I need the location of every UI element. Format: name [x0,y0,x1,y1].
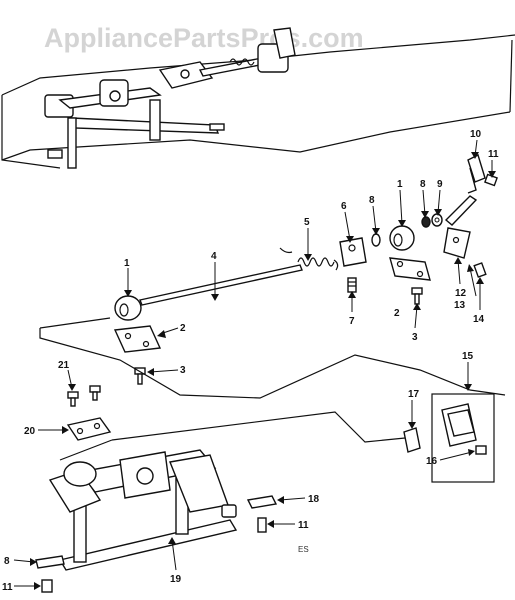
callout-3-left: 3 [180,365,186,376]
inset-box-15 [431,393,495,483]
callout-6: 6 [341,201,347,212]
frame-line-lower [39,328,506,399]
callout-15: 15 [462,351,474,362]
leader-lines [13,139,496,590]
watermark-text: AppliancePartsPros.com [44,23,364,53]
screw-7 [347,277,357,293]
callout-10: 10 [470,129,482,140]
screw-3-right [411,287,423,305]
screw-3-left [134,367,146,385]
callout-12: 12 [455,288,467,299]
callout-1-right: 1 [397,179,403,190]
screws-21 [67,385,101,407]
callout-1-left: 1 [124,258,130,269]
arm-12-13 [443,195,478,259]
callout-21: 21 [58,360,70,371]
sensor-17 [403,427,421,453]
lever-10 [467,154,498,194]
frame-line-left [39,317,111,329]
callout-5: 5 [304,217,310,228]
bracket-20 [66,417,112,441]
callout-2-right: 2 [394,308,400,319]
callout-8-bottom: 8 [4,556,10,567]
callout-11-bottom: 11 [298,520,309,531]
callout-20: 20 [24,426,36,437]
callout-3-right: 3 [412,332,418,343]
screw-11-bottom [257,517,267,533]
diagram-code-label: ES [298,545,309,554]
callout-9: 9 [437,179,443,190]
bushing-1-left [114,295,142,321]
callout-14: 14 [473,314,485,325]
callout-17: 17 [408,389,420,400]
callout-2-left: 2 [180,323,186,334]
callout-16: 16 [426,456,438,467]
callout-13: 13 [454,300,466,311]
shaft-4 [139,264,303,306]
bottom-base-19 [48,449,238,571]
callout-11-corner: 11 [2,582,13,593]
spring-5 [279,247,339,271]
plate-6 [339,237,367,267]
callout-8-middle: 8 [369,195,375,206]
bracket-2-right [389,257,431,281]
callout-19: 19 [170,574,182,585]
callout-11-top: 11 [488,149,499,160]
screw-11-corner [41,579,53,593]
bushing-1-right [389,225,415,251]
screw-14 [473,262,487,278]
pin-18 [246,495,278,509]
pin-8-bottom [35,555,65,569]
bottom-frame [59,411,406,461]
top-mechanism [44,27,296,169]
callout-4: 4 [211,251,217,262]
callout-18: 18 [308,494,320,505]
callout-7: 7 [349,316,355,327]
bracket-2-left [113,325,162,353]
washer-8-left [371,233,381,247]
callout-8-right: 8 [420,179,426,190]
